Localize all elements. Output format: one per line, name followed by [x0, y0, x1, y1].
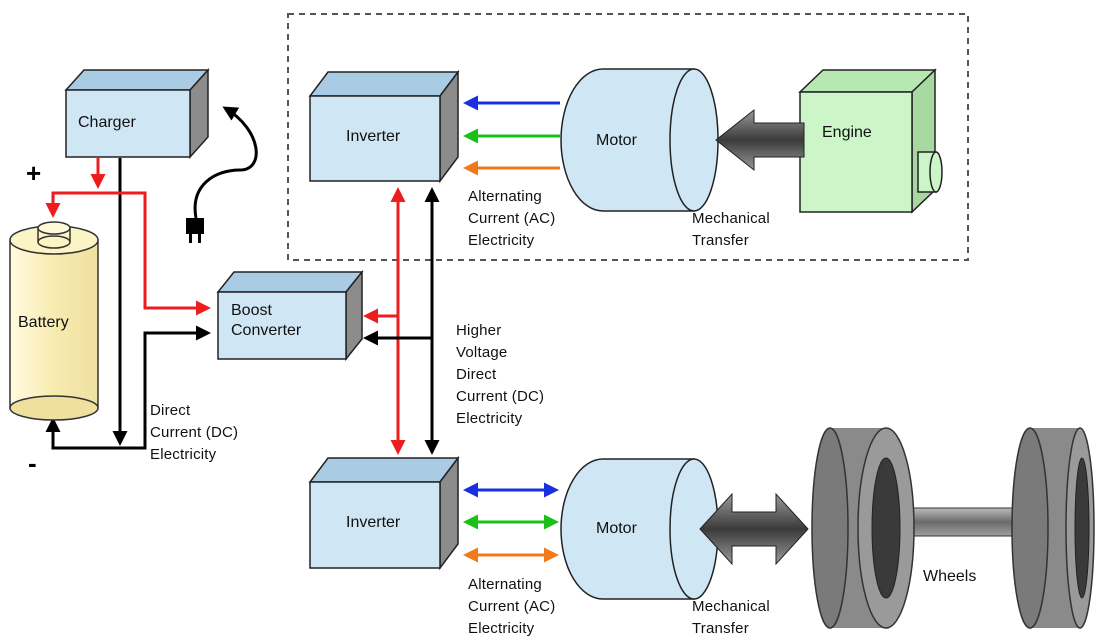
charger-label: Charger — [78, 114, 136, 131]
engine-group-border — [287, 13, 969, 261]
ac-label-bottom-line: Electricity — [468, 620, 535, 637]
wheels-assembly — [811, 427, 1095, 629]
ac-arrows-bottom — [463, 482, 559, 563]
motor-bottom-cylinder — [560, 458, 719, 600]
boost-converter-label-line2: Converter — [231, 322, 302, 339]
mech-label-top-line: Transfer — [692, 232, 749, 249]
hvdc-label-line: Direct — [456, 366, 497, 383]
inverter-bottom-box — [308, 455, 460, 571]
dc-label-line: Electricity — [150, 446, 217, 463]
battery-label: Battery — [18, 314, 69, 331]
power-plug — [186, 106, 258, 243]
inverter-bottom-label: Inverter — [346, 514, 401, 531]
ac-arrows-top — [463, 95, 560, 176]
ac-label-bottom-line: Current (AC) — [468, 598, 556, 615]
motor-top-label: Motor — [596, 132, 637, 149]
dc-wiring — [45, 158, 211, 450]
battery-cell — [9, 221, 99, 421]
mech-label-bottom-line: Mechanical — [692, 598, 770, 615]
dc-label: Direct Current (DC) Electricity — [150, 400, 238, 466]
mech-label-bottom: Mechanical Transfer — [692, 596, 770, 640]
ac-label-top: Alternating Current (AC) Electricity — [468, 186, 555, 252]
ac-label-bottom: Alternating Current (AC) Electricity — [468, 574, 555, 640]
hvdc-label: Higher Voltage Direct Current (DC) Elect… — [456, 320, 544, 430]
boost-converter-label-line1: Boost — [231, 302, 272, 319]
inverter-top-label: Inverter — [346, 128, 401, 145]
hvdc-label-line: Electricity — [456, 410, 523, 427]
charger-box — [64, 68, 210, 159]
ac-label-top-line: Current (AC) — [468, 210, 556, 227]
hvdc-wiring — [363, 187, 440, 455]
hvdc-label-line: Higher — [456, 322, 502, 339]
dc-label-line: Current (DC) — [150, 424, 239, 441]
negative-terminal-sign: - — [28, 448, 37, 478]
positive-terminal-sign: + — [26, 158, 42, 188]
engine-box — [798, 68, 943, 214]
engine-label: Engine — [822, 124, 872, 141]
mech-label-bottom-line: Transfer — [692, 620, 749, 637]
motor-bottom-label: Motor — [596, 520, 637, 537]
boost-converter-box — [216, 269, 364, 362]
motor-top-cylinder — [560, 68, 719, 212]
mech-label-top-line: Mechanical — [692, 210, 770, 227]
wheels-label: Wheels — [923, 568, 977, 585]
ac-label-top-line: Electricity — [468, 232, 535, 249]
mech-label-top: Mechanical Transfer — [692, 208, 770, 252]
ac-label-top-line: Alternating — [468, 188, 542, 205]
mech-arrow-top — [715, 108, 805, 172]
hvdc-label-line: Current (DC) — [456, 388, 545, 405]
hvdc-label-line: Voltage — [456, 344, 508, 361]
dc-label-line: Direct — [150, 402, 191, 419]
ac-label-bottom-line: Alternating — [468, 576, 542, 593]
inverter-top-box — [308, 69, 460, 184]
mech-arrow-bottom — [699, 492, 809, 566]
